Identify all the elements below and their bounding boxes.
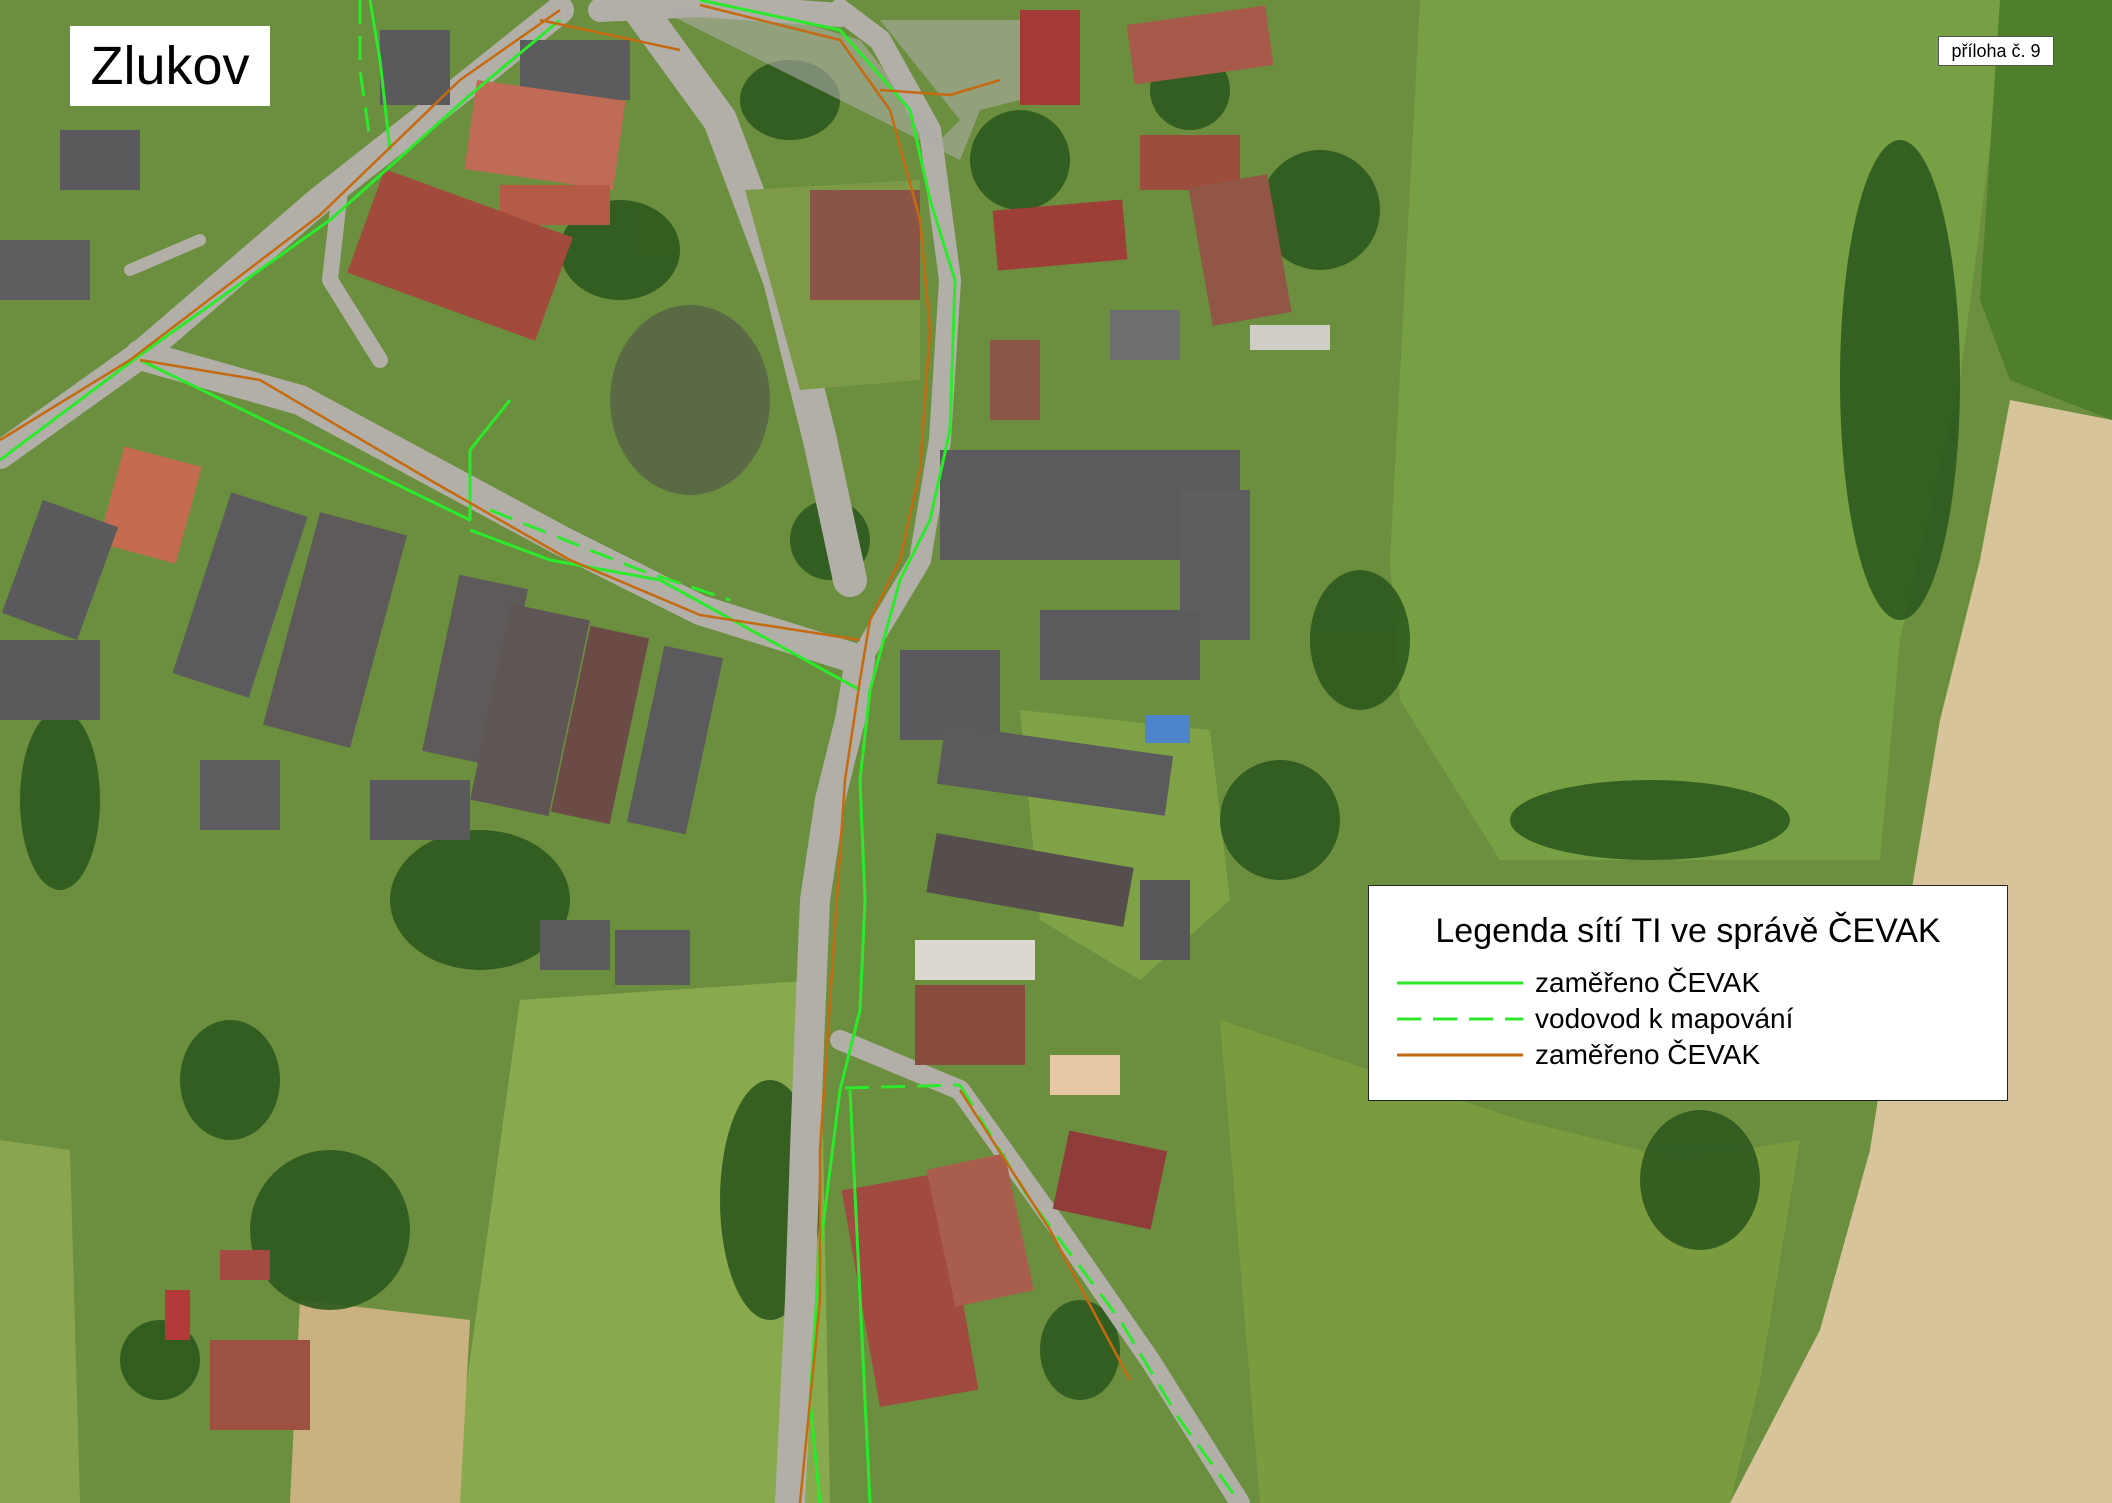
field-south-west-stubble bbox=[290, 1300, 470, 1503]
legend-item-orange-solid: zaměřeno ČEVAK bbox=[1395, 1038, 1760, 1072]
roads bbox=[0, 0, 1250, 1503]
network-orange-surveyed bbox=[0, 3, 1132, 1503]
legend-item-green-dashed: vodovod k mapování bbox=[1395, 1002, 1793, 1036]
line-solid-orange-icon bbox=[1397, 1053, 1523, 1057]
field-far-east-dark bbox=[1980, 0, 2112, 420]
legend-item-green-solid: zaměřeno ČEVAK bbox=[1395, 966, 1760, 1000]
buildings bbox=[0, 5, 1330, 1430]
line-dashed-green-icon bbox=[1397, 1017, 1523, 1021]
legend-label: vodovod k mapování bbox=[1535, 1003, 1794, 1034]
pond bbox=[610, 305, 770, 495]
legend-title: Legenda sítí TI ve správě ČEVAK bbox=[1435, 912, 1941, 950]
legend-label: zaměřeno ČEVAK bbox=[1535, 1039, 1761, 1070]
field-east bbox=[1390, 0, 2000, 860]
map-legend: Legenda sítí TI ve správě ČEVAK zaměřeno… bbox=[1368, 885, 2008, 1101]
map-title: Zlukov bbox=[70, 26, 270, 106]
field-west bbox=[0, 1140, 80, 1503]
network-green-surveyed bbox=[0, 0, 957, 1503]
paved-area bbox=[660, 10, 1060, 160]
annex-label: příloha č. 9 bbox=[1938, 36, 2054, 66]
legend-label: zaměřeno ČEVAK bbox=[1535, 967, 1761, 998]
line-solid-green-icon bbox=[1397, 981, 1523, 985]
field-south-east bbox=[1220, 1020, 1800, 1503]
field-south-centre bbox=[450, 980, 830, 1503]
